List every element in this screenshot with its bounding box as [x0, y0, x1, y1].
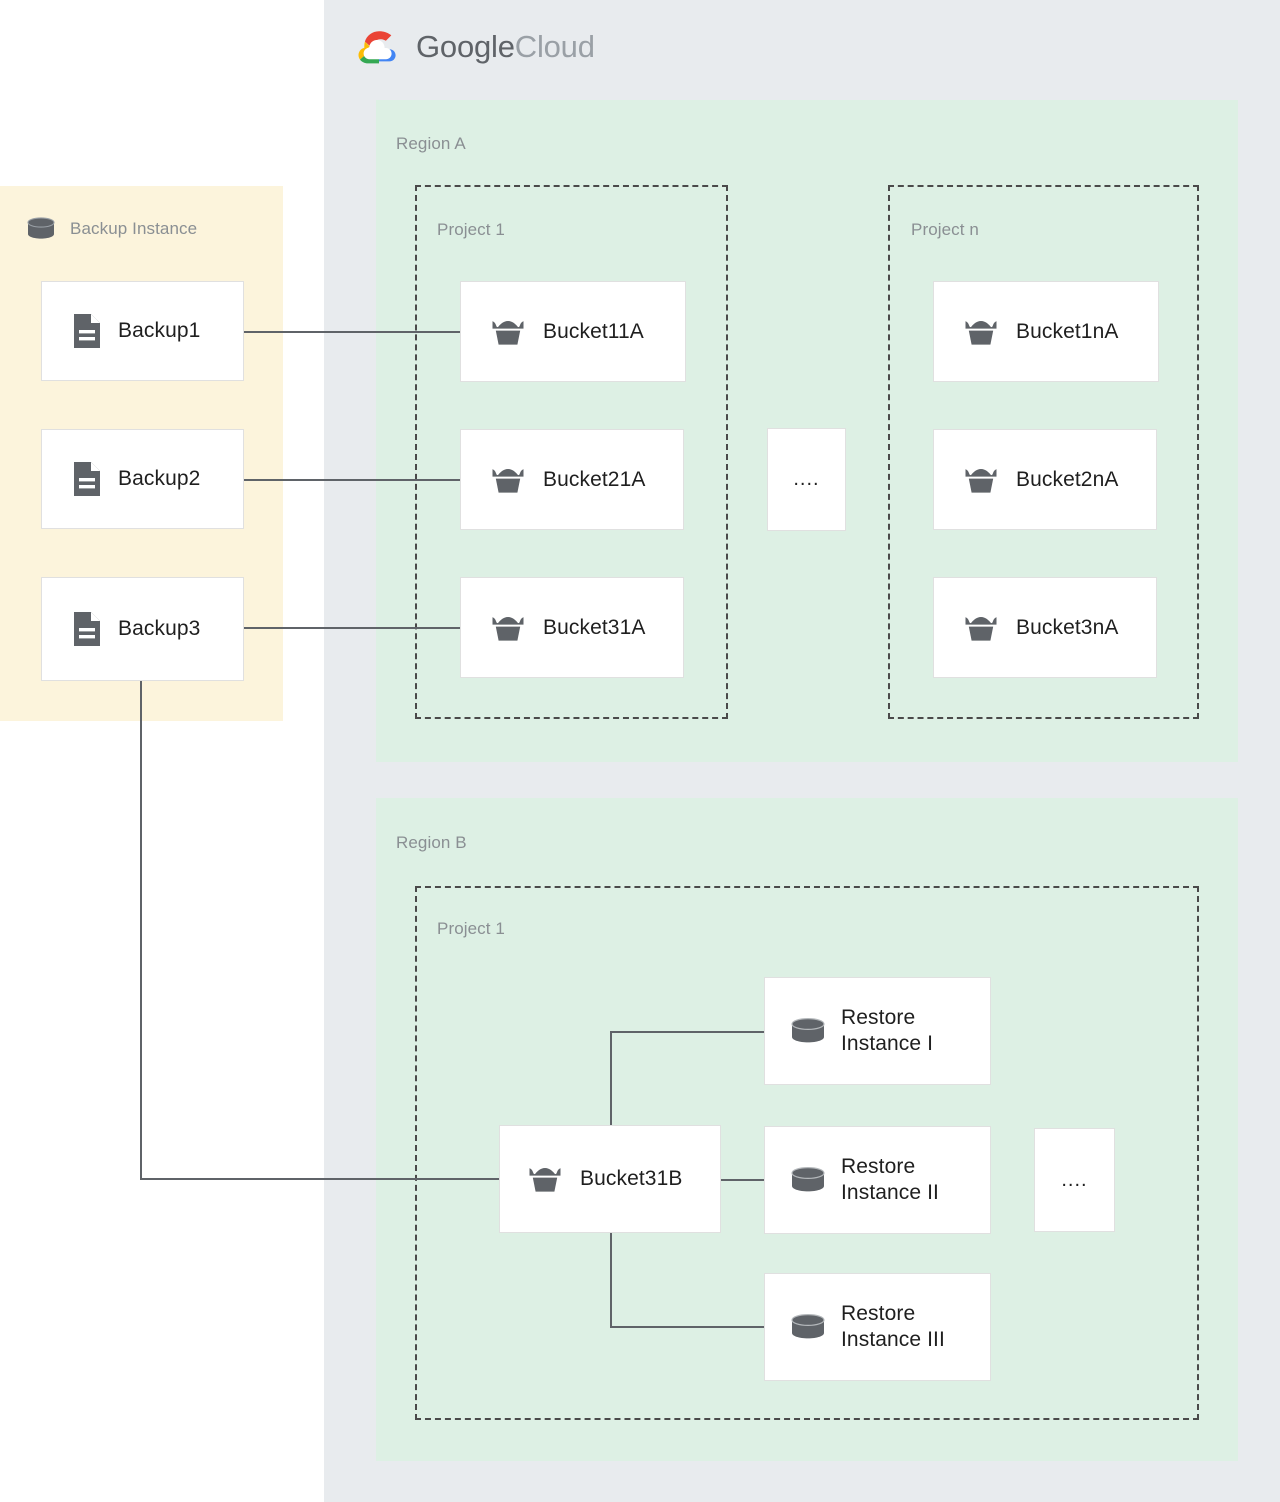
brand-word-google: Google	[416, 29, 515, 64]
project-1-region-b-box	[415, 886, 1199, 1420]
node-bucket31a[interactable]: Bucket31A	[460, 577, 684, 678]
node-bucket3na[interactable]: Bucket3nA	[933, 577, 1157, 678]
node-label: Bucket21A	[543, 467, 646, 491]
node-bucket21a[interactable]: Bucket21A	[460, 429, 684, 530]
document-icon	[72, 611, 102, 647]
document-icon	[72, 461, 102, 497]
ellipsis-card-region-b: ....	[1034, 1128, 1115, 1232]
node-label: Bucket11A	[543, 319, 644, 343]
database-cylinder-icon	[789, 1164, 827, 1196]
node-label: Restore Instance III	[841, 1302, 945, 1351]
node-label: Bucket1nA	[1016, 319, 1119, 343]
node-bucket11a[interactable]: Bucket11A	[460, 281, 686, 382]
database-cylinder-icon	[789, 1015, 827, 1047]
google-cloud-wordmark: GoogleCloud	[416, 29, 595, 65]
connector-backup3-bucket31a	[244, 627, 462, 629]
database-cylinder-icon	[26, 216, 56, 242]
connector-bucket31b-restore-ii	[721, 1179, 765, 1181]
storage-bucket-icon	[491, 612, 525, 644]
google-cloud-logo-icon	[356, 28, 402, 66]
google-cloud-brand: GoogleCloud	[356, 28, 595, 66]
node-bucket31b[interactable]: Bucket31B	[499, 1125, 721, 1233]
project-1-region-a-label: Project 1	[437, 220, 505, 239]
connector-backup2-bucket21a	[244, 479, 462, 481]
project-1-region-b-label: Project 1	[437, 919, 505, 938]
project-1-region-a-box	[415, 185, 728, 719]
connector-bucket31b-spine-down	[610, 1233, 612, 1327]
storage-bucket-icon	[964, 464, 998, 496]
node-label: Bucket2nA	[1016, 467, 1119, 491]
storage-bucket-icon	[528, 1163, 562, 1195]
node-label: Backup1	[118, 319, 201, 343]
document-icon	[72, 313, 102, 349]
node-label: Backup3	[118, 617, 201, 641]
storage-bucket-icon	[964, 316, 998, 348]
region-a-label: Region A	[396, 134, 466, 153]
node-bucket2na[interactable]: Bucket2nA	[933, 429, 1157, 530]
node-restore-instance-iii[interactable]: Restore Instance III	[764, 1273, 991, 1381]
node-label: Restore Instance II	[841, 1155, 939, 1204]
project-n-region-a-label: Project n	[911, 220, 979, 239]
node-label: Bucket31B	[580, 1167, 683, 1191]
connector-bucket31b-restore-iii	[610, 1326, 765, 1328]
backup-instance-header: Backup Instance	[26, 216, 197, 242]
node-bucket1na[interactable]: Bucket1nA	[933, 281, 1159, 382]
node-restore-instance-i[interactable]: Restore Instance I	[764, 977, 991, 1085]
connector-backup1-bucket11a	[244, 331, 462, 333]
node-label: Restore Instance I	[841, 1006, 934, 1055]
storage-bucket-icon	[491, 464, 525, 496]
node-label: Bucket3nA	[1016, 615, 1119, 639]
connector-bucket31b-spine-up	[610, 1031, 612, 1125]
node-backup1[interactable]: Backup1	[41, 281, 244, 381]
storage-bucket-icon	[964, 612, 998, 644]
backup-instance-title: Backup Instance	[70, 219, 198, 238]
node-restore-instance-ii[interactable]: Restore Instance II	[764, 1126, 991, 1234]
node-backup2[interactable]: Backup2	[41, 429, 244, 529]
storage-bucket-icon	[491, 316, 525, 348]
region-b-label: Region B	[396, 833, 467, 852]
node-backup3[interactable]: Backup3	[41, 577, 244, 681]
ellipsis-card-region-a: ....	[767, 428, 846, 531]
node-label: Backup2	[118, 467, 201, 491]
node-label: Bucket31A	[543, 615, 646, 639]
connector-bucket31b-restore-i	[610, 1031, 765, 1033]
connector-backup3-bucket31b-vertical	[140, 681, 142, 1180]
database-cylinder-icon	[789, 1311, 827, 1343]
connector-backup3-bucket31b-horizontal	[140, 1178, 501, 1180]
project-n-region-a-box	[888, 185, 1199, 719]
brand-word-cloud: Cloud	[514, 29, 595, 64]
